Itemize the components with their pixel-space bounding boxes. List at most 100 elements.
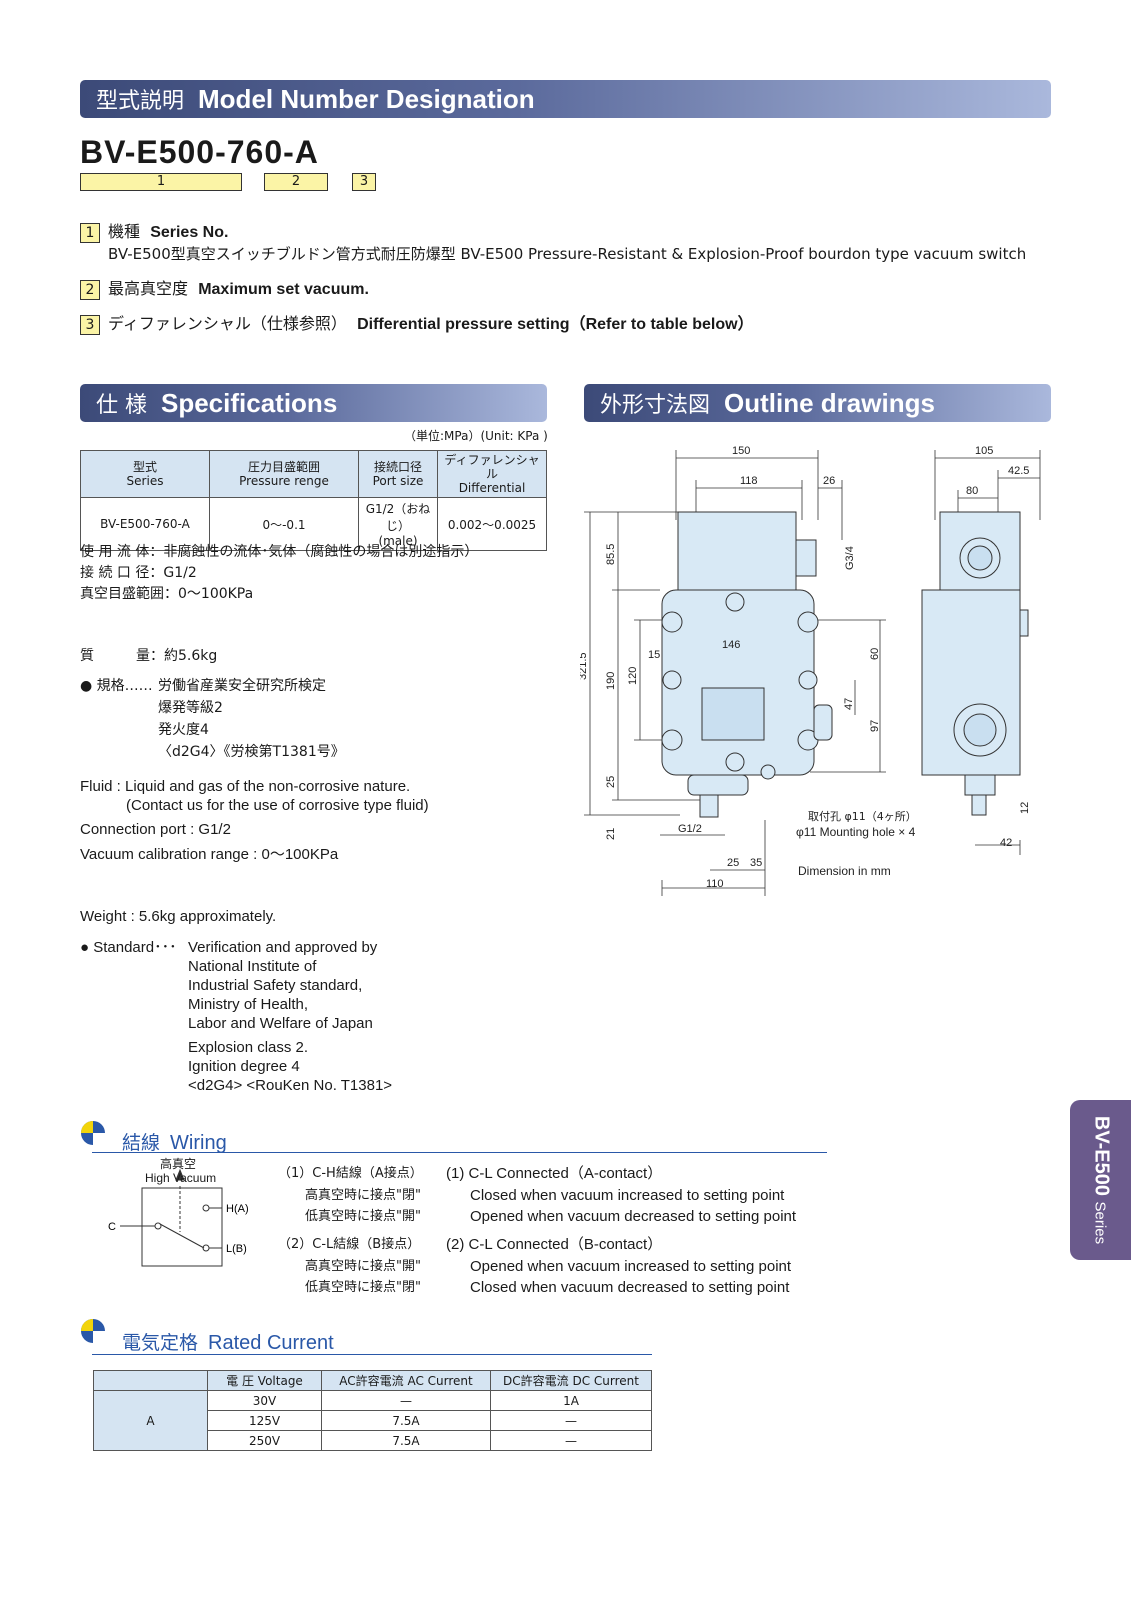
spec-banner-jp: 仕 様 bbox=[96, 393, 147, 418]
svg-text:60: 60 bbox=[869, 648, 881, 660]
svg-text:Dimension in mm: Dimension in mm bbox=[798, 864, 891, 878]
spec-en-standard-5: Explosion class 2. bbox=[188, 1039, 309, 1056]
svg-text:G3/4: G3/4 bbox=[844, 546, 856, 570]
model-box-3: 3 bbox=[352, 173, 376, 191]
spec-jp-weight: 質 量：約5.6kg bbox=[80, 648, 218, 664]
wiring-en1-title: (1) C-L Connected（A-contact） bbox=[446, 1165, 663, 1182]
spec-jp-standard-2: 発火度4 bbox=[158, 722, 209, 738]
svg-text:120: 120 bbox=[627, 667, 639, 685]
wiring-rule bbox=[92, 1152, 827, 1153]
wiring-title: 結線 Wiring bbox=[122, 1128, 227, 1155]
spec-jp-standard-3: 〈d2G4〉《労検第T1381号》 bbox=[158, 744, 345, 760]
side-tab-main: BV-E500 bbox=[1090, 1115, 1112, 1196]
wiring-title-jp: 結線 bbox=[122, 1132, 161, 1154]
svg-text:15: 15 bbox=[648, 649, 660, 661]
wiring-ha-label: H(A) bbox=[226, 1203, 249, 1215]
rated-header-blank bbox=[93, 1370, 208, 1391]
svg-text:25: 25 bbox=[727, 857, 739, 869]
wiring-section-icon bbox=[81, 1121, 107, 1147]
svg-text:47: 47 bbox=[843, 698, 855, 710]
spec-cell-series: BV-E500-760-A bbox=[80, 497, 210, 551]
wiring-jp1-b: 低真空時に接点"開" bbox=[305, 1209, 421, 1224]
spec-banner-en: Specifications bbox=[161, 387, 338, 418]
item-1-jp: 機種 bbox=[108, 222, 141, 241]
spec-en-range: Vacuum calibration range : 0～100KPa bbox=[80, 846, 339, 863]
item-2-num: 2 bbox=[80, 279, 100, 300]
rated-dc-2: — bbox=[490, 1430, 652, 1451]
rated-v-1: 125V bbox=[207, 1410, 322, 1431]
wiring-jp2-a: 高真空時に接点"開" bbox=[305, 1259, 421, 1274]
spec-cell-pressure: 0～-0.1 bbox=[209, 497, 359, 551]
item-3-jp: ディファレンシャル（仕様参照） bbox=[108, 314, 347, 333]
spec-en-standard-3: Ministry of Health, bbox=[188, 996, 309, 1013]
item-3-num: 3 bbox=[80, 314, 100, 335]
spec-en-standard-0: Verification and approved by bbox=[188, 939, 378, 956]
spec-en-standard-1: National Institute of bbox=[188, 958, 317, 975]
rated-ac-2: 7.5A bbox=[321, 1430, 491, 1451]
wiring-jp2-b: 低真空時に接点"閉" bbox=[305, 1280, 421, 1295]
wiring-jp1-title: （1）C-H結線（A接点） bbox=[278, 1166, 423, 1181]
item-3: 3 ディファレンシャル（仕様参照） Differential pressure s… bbox=[80, 310, 754, 335]
outline-banner: 外形寸法図 Outline drawings bbox=[584, 384, 1051, 422]
rated-title-jp: 電気定格 bbox=[122, 1332, 199, 1354]
outline-drawing: 150 118 26 105 42.5 80 85.5 321.5 190 12… bbox=[580, 445, 1041, 896]
item-1-en: Series No. bbox=[150, 224, 229, 241]
rated-dc-0: 1A bbox=[490, 1390, 652, 1411]
wiring-lb-label: L(B) bbox=[226, 1243, 247, 1255]
table-row: 250V 7.5A — bbox=[94, 1430, 652, 1451]
spec-en-standard-2: Industrial Safety standard, bbox=[188, 977, 363, 994]
banner-en: Model Number Designation bbox=[198, 83, 535, 114]
svg-text:35: 35 bbox=[750, 857, 762, 869]
svg-text:97: 97 bbox=[869, 720, 881, 732]
model-code: BV-E500-760-A bbox=[80, 134, 319, 170]
wiring-title-en: Wiring bbox=[170, 1132, 227, 1154]
item-1-desc: BV-E500型真空スイッチブルドン管方式耐圧防爆型 BV-E500 Press… bbox=[108, 245, 1027, 263]
item-3-en: Differential pressure setting（Refer to t… bbox=[357, 316, 754, 333]
spec-en-standard-7: <d2G4> <RouKen No. T1381> bbox=[188, 1077, 393, 1094]
wiring-en2-a: Opened when vacuum increased to setting … bbox=[470, 1258, 792, 1275]
rated-header-voltage: 電 圧 Voltage bbox=[207, 1370, 322, 1391]
spec-jp-standard-label: ● 規格…… bbox=[80, 678, 153, 694]
spec-en-port: Connection port : G1/2 bbox=[80, 821, 231, 838]
svg-text:φ11 Mounting hole × 4: φ11 Mounting hole × 4 bbox=[796, 825, 916, 839]
svg-text:12: 12 bbox=[1019, 802, 1031, 814]
svg-text:190: 190 bbox=[605, 672, 617, 690]
svg-text:21: 21 bbox=[605, 828, 617, 840]
svg-text:150: 150 bbox=[732, 445, 750, 457]
banner-jp: 型式説明 bbox=[96, 89, 185, 114]
rated-table: 電 圧 Voltage AC許容電流 AC Current DC許容電流 DC … bbox=[93, 1370, 652, 1451]
svg-text:146: 146 bbox=[722, 639, 740, 651]
spec-jp-range: 真空目盛範囲：0～100KPa bbox=[80, 586, 254, 602]
svg-text:118: 118 bbox=[740, 475, 758, 487]
wiring-diagram: C H(A) L(B) bbox=[108, 1168, 249, 1267]
spec-jp-standard-0: 労働省産業安全研究所検定 bbox=[158, 678, 326, 694]
rated-header-ac: AC許容電流 AC Current bbox=[321, 1370, 491, 1391]
model-box-2: 2 bbox=[264, 173, 328, 191]
wiring-en1-b: Opened when vacuum decreased to setting … bbox=[470, 1208, 797, 1225]
svg-text:G1/2: G1/2 bbox=[678, 823, 702, 835]
rated-v-2: 250V bbox=[207, 1430, 322, 1451]
rated-rule bbox=[92, 1354, 652, 1355]
spec-jp-port: 接 続 口 径：G1/2 bbox=[80, 565, 197, 581]
wiring-hv-en: High Vacuum bbox=[145, 1171, 217, 1185]
series-side-tab[interactable]: BV-E500 Series bbox=[1070, 1100, 1131, 1260]
specifications-banner: 仕 様 Specifications bbox=[80, 384, 547, 422]
rated-section-icon bbox=[81, 1319, 107, 1345]
rated-dc-1: — bbox=[490, 1410, 652, 1431]
spec-en-standard-6: Ignition degree 4 bbox=[188, 1058, 300, 1075]
rated-title: 電気定格 Rated Current bbox=[122, 1328, 334, 1355]
outline-banner-en: Outline drawings bbox=[724, 387, 935, 418]
wiring-jp1-a: 高真空時に接点"閉" bbox=[305, 1188, 421, 1203]
spec-en-fluid-2: (Contact us for the use of corrosive typ… bbox=[126, 797, 429, 814]
rated-title-en: Rated Current bbox=[208, 1332, 334, 1354]
wiring-en2-b: Closed when vacuum decreased to setting … bbox=[470, 1279, 790, 1296]
side-tab-sub: Series bbox=[1091, 1201, 1108, 1245]
outline-banner-jp: 外形寸法図 bbox=[600, 393, 711, 418]
item-2-jp: 最高真空度 bbox=[108, 279, 189, 298]
svg-text:321.5: 321.5 bbox=[580, 652, 589, 680]
